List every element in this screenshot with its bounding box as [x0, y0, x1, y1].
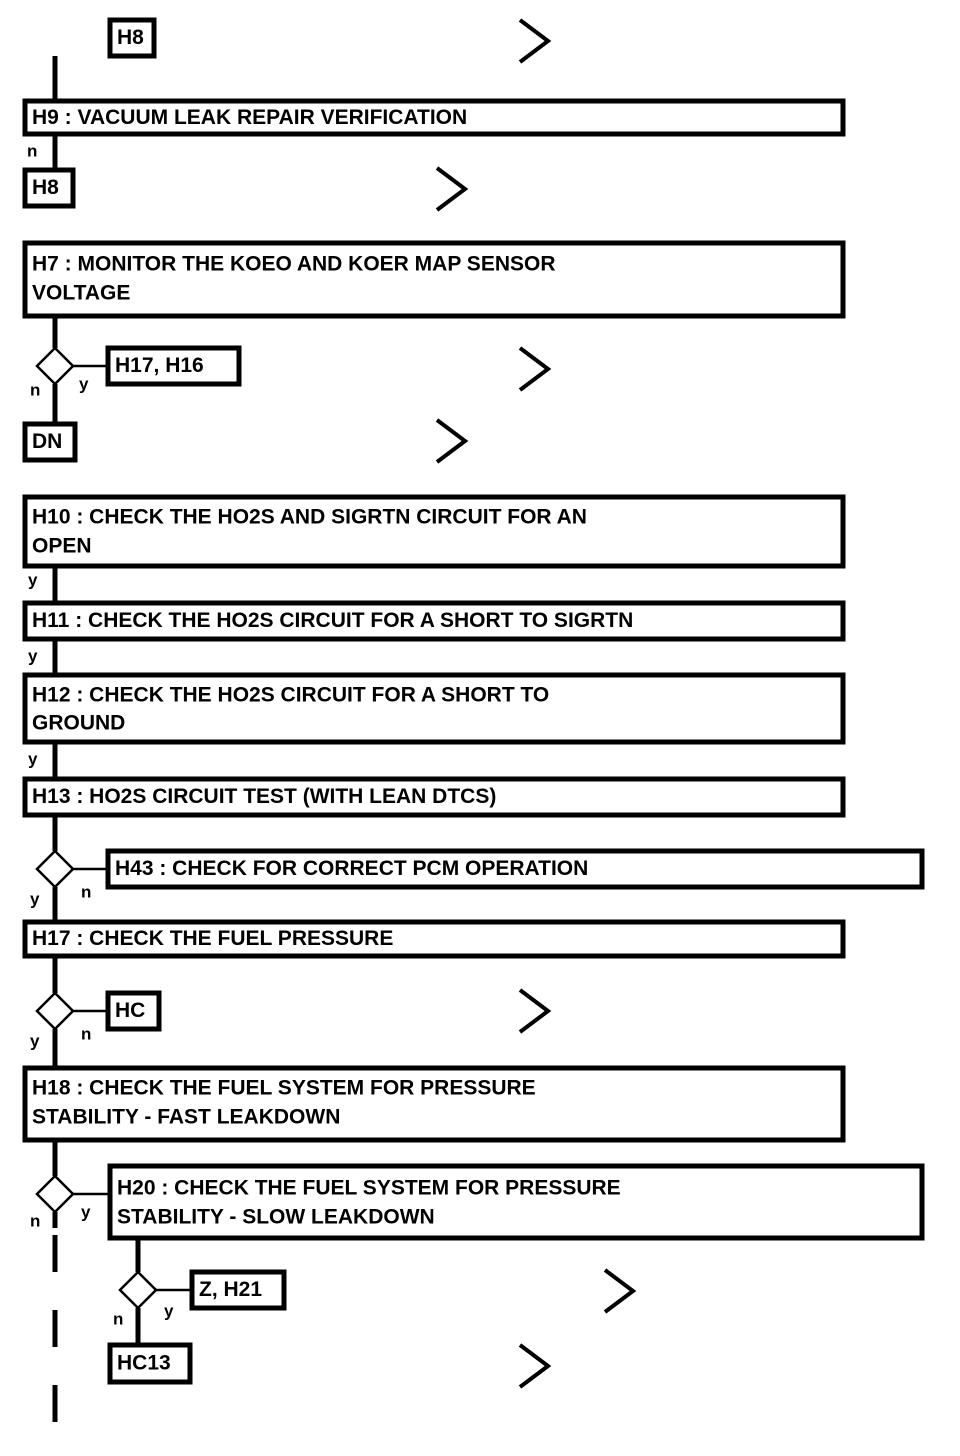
decision-layer: [35, 346, 158, 1310]
step-box-h11-label: H11 : CHECK THE HO2S CIRCUIT FOR A SHORT…: [32, 609, 633, 632]
decision-diamond-h20[interactable]: [118, 1270, 158, 1310]
tag-h8-under[interactable]: H8: [22, 167, 76, 209]
branch-label-h18-y: y: [81, 1202, 91, 1221]
tag-dn-label: DN: [32, 430, 62, 453]
step-box-h10-rect: [22, 494, 846, 569]
step-box-h43-rect: [105, 848, 925, 890]
step-box-h7-rect: [22, 240, 846, 319]
chevron-right-icon-6: [603, 1268, 637, 1314]
tag-hc13[interactable]: HC13: [107, 1342, 193, 1385]
tag-hc13-label: HC13: [117, 1352, 171, 1375]
tag-h17-h16[interactable]: H17, H16: [105, 345, 242, 387]
step-box-h43[interactable]: H43 : CHECK FOR CORRECT PCM OPERATION: [105, 848, 925, 890]
step-box-h12[interactable]: H12 : CHECK THE HO2S CIRCUIT FOR A SHORT…: [22, 672, 846, 745]
step-box-h20-label-line2: STABILITY - SLOW LEAKDOWN: [117, 1206, 435, 1229]
step-box-h20-label-line1: H20 : CHECK THE FUEL SYSTEM FOR PRESSURE: [117, 1177, 621, 1200]
chevron-right-icon-1: [518, 18, 552, 64]
tag-hc-rect: [105, 990, 162, 1032]
step-box-h20[interactable]: H20 : CHECK THE FUEL SYSTEM FOR PRESSURE…: [107, 1163, 925, 1241]
step-box-h17[interactable]: H17 : CHECK THE FUEL PRESSURE: [22, 919, 846, 959]
step-box-h9-label: H9 : VACUUM LEAK REPAIR VERIFICATION: [32, 106, 467, 129]
branch-label-h7-y: y: [79, 374, 89, 393]
tag-h8-under-label: H8: [32, 176, 59, 199]
branch-label-h20-y: y: [164, 1301, 174, 1320]
chevron-right-icon-5: [518, 988, 552, 1034]
tag-h8-top-label: H8: [117, 26, 144, 49]
tag-hc-label: HC: [115, 999, 145, 1022]
tag-h8-top[interactable]: H8: [107, 17, 157, 59]
tag-z-h21-label: Z, H21: [199, 1278, 262, 1301]
step-box-h13[interactable]: H13 : HO2S CIRCUIT TEST (WITH LEAN DTCS): [22, 776, 846, 818]
branch-label-h9-n: n: [27, 141, 37, 160]
branch-label-layer: n n y y y y y n y n n y n y: [27, 141, 174, 1328]
chevron-right-icon-2: [435, 166, 469, 212]
tag-h8-top-rect: [107, 17, 157, 59]
branch-label-h13-y: y: [30, 889, 40, 908]
step-box-h7-label-line1: H7 : MONITOR THE KOEO AND KOER MAP SENSO…: [32, 253, 556, 276]
step-box-h18-label-line2: STABILITY - FAST LEAKDOWN: [32, 1106, 340, 1129]
decision-diamond-h18[interactable]: [35, 1174, 75, 1214]
tag-dn-rect: [22, 421, 78, 463]
chevron-right-icon-3: [518, 346, 552, 392]
branch-label-h17-n: n: [81, 1024, 91, 1043]
step-box-h12-label-line1: H12 : CHECK THE HO2S CIRCUIT FOR A SHORT…: [32, 684, 549, 707]
step-box-h9[interactable]: H9 : VACUUM LEAK REPAIR VERIFICATION: [22, 98, 846, 137]
step-box-h12-rect: [22, 672, 846, 745]
tag-layer: H8 H8 H17, H16 DN HC: [22, 17, 287, 1385]
step-box-h13-rect: [22, 776, 846, 818]
decision-diamond-h7[interactable]: [35, 346, 75, 386]
branch-label-h17-y: y: [30, 1031, 40, 1050]
decision-diamond-h13[interactable]: [35, 849, 75, 889]
tag-z-h21[interactable]: Z, H21: [189, 1269, 287, 1311]
tag-h17-h16-label: H17, H16: [115, 354, 204, 377]
chevron-right-icon-4: [435, 418, 469, 464]
tag-dn[interactable]: DN: [22, 421, 78, 463]
branch-label-h18-n: n: [30, 1211, 40, 1230]
chevron-right-icon-7: [518, 1343, 552, 1389]
decision-diamond-h17[interactable]: [35, 991, 75, 1031]
step-box-h11-rect: [22, 600, 846, 642]
step-box-h43-label: H43 : CHECK FOR CORRECT PCM OPERATION: [115, 857, 588, 880]
tag-h17-h16-rect: [105, 345, 242, 387]
branch-label-h7-n: n: [30, 380, 40, 399]
step-box-layer: H9 : VACUUM LEAK REPAIR VERIFICATION H7 …: [22, 98, 925, 1241]
step-box-h18[interactable]: H18 : CHECK THE FUEL SYSTEM FOR PRESSURE…: [22, 1065, 846, 1143]
step-box-h18-label-line1: H18 : CHECK THE FUEL SYSTEM FOR PRESSURE: [32, 1077, 536, 1100]
step-box-h13-label: H13 : HO2S CIRCUIT TEST (WITH LEAN DTCS): [32, 785, 496, 808]
tag-z-h21-rect: [189, 1269, 287, 1311]
step-box-h7-label-line2: VOLTAGE: [32, 282, 130, 305]
step-box-h12-label-line2: GROUND: [32, 712, 125, 735]
branch-label-h10-y: y: [28, 570, 38, 589]
connector-layer: [52, 56, 192, 1422]
step-box-h20-rect: [107, 1163, 925, 1241]
step-box-h9-rect: [22, 98, 846, 137]
step-box-h10[interactable]: H10 : CHECK THE HO2S AND SIGRTN CIRCUIT …: [22, 494, 846, 569]
step-box-h11[interactable]: H11 : CHECK THE HO2S CIRCUIT FOR A SHORT…: [22, 600, 846, 642]
tag-hc13-rect: [107, 1342, 193, 1385]
branch-label-h13-n: n: [81, 882, 91, 901]
branch-label-h11-y: y: [28, 646, 38, 665]
step-box-h17-rect: [22, 919, 846, 959]
branch-label-h20-n: n: [113, 1309, 123, 1328]
step-box-h10-label-line2: OPEN: [32, 535, 92, 558]
step-box-h10-label-line1: H10 : CHECK THE HO2S AND SIGRTN CIRCUIT …: [32, 506, 587, 529]
tag-h8-under-rect: [22, 167, 76, 209]
step-box-h17-label: H17 : CHECK THE FUEL PRESSURE: [32, 927, 393, 950]
step-box-h7[interactable]: H7 : MONITOR THE KOEO AND KOER MAP SENSO…: [22, 240, 846, 319]
step-box-h18-rect: [22, 1065, 846, 1143]
branch-label-h12-y: y: [28, 749, 38, 768]
chevron-layer: [435, 18, 637, 1389]
tag-hc[interactable]: HC: [105, 990, 162, 1032]
